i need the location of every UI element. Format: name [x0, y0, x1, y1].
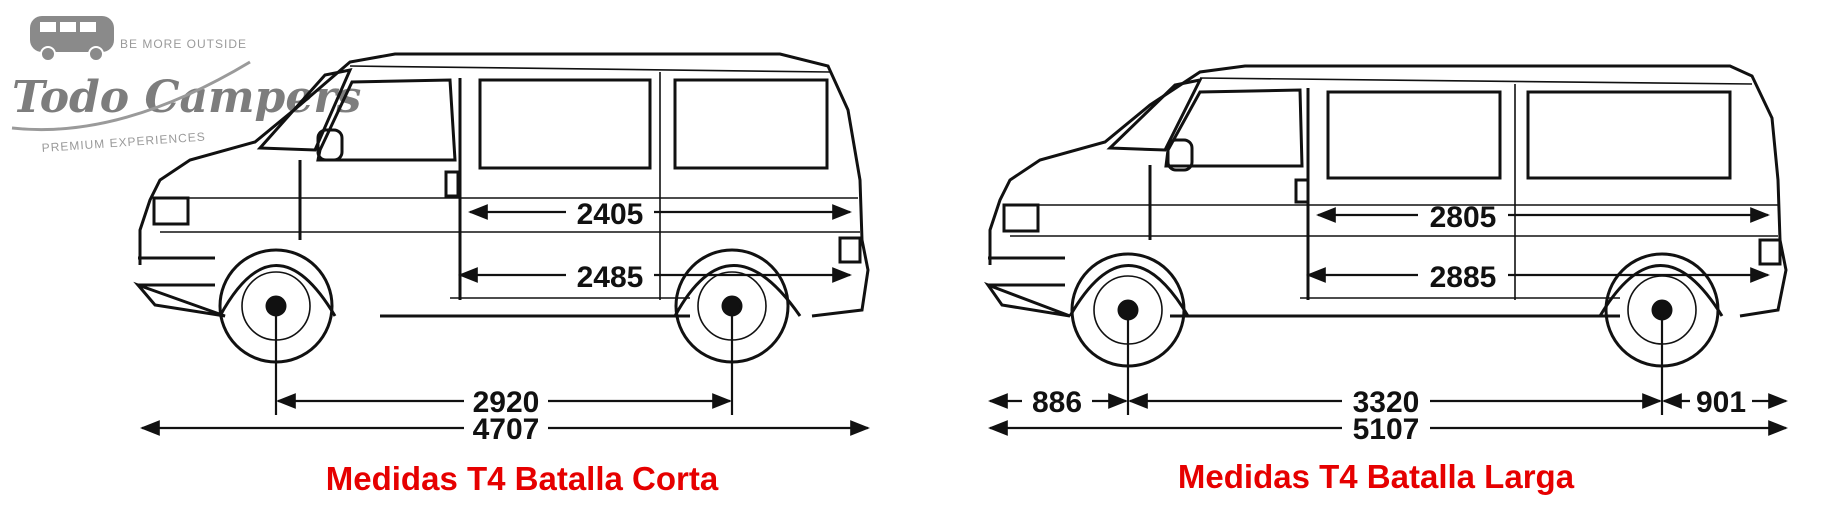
short-cargo-top-label: 2405 [577, 198, 644, 231]
van-short-wheelbase-drawing [133, 52, 870, 364]
long-cargo-dimensions: 2805 2885 [1306, 201, 1770, 294]
short-cargo-dimensions: 2405 2485 [458, 198, 852, 294]
van-short-body-outline [133, 52, 870, 318]
long-overall-length-label: 5107 [1353, 413, 1420, 446]
short-wheelbase-dimensions: 2920 4707 [140, 310, 870, 446]
long-front-overhang-label: 886 [1032, 386, 1082, 419]
todo-campers-logo: BE MORE OUTSIDE Todo Campers PREMIUM EXP… [11, 16, 361, 155]
short-overall-length-label: 4707 [473, 413, 540, 446]
logo-tagline-bottom: PREMIUM EXPERIENCES [41, 130, 206, 155]
long-rear-overhang-label: 901 [1696, 386, 1746, 419]
long-wheelbase-dimensions: 886 3320 901 5107 [988, 314, 1788, 446]
long-cargo-top-label: 2805 [1430, 201, 1497, 234]
short-cargo-bottom-label: 2485 [577, 261, 644, 294]
van-logo-icon [30, 16, 114, 62]
short-wheelbase-label: 2920 [473, 386, 540, 419]
long-wheelbase-caption: Medidas T4 Batalla Larga [1178, 458, 1575, 495]
short-wheelbase-caption: Medidas T4 Batalla Corta [326, 460, 719, 497]
van-long-body-outline [983, 64, 1788, 318]
long-wheelbase-label: 3320 [1353, 386, 1420, 419]
long-cargo-bottom-label: 2885 [1430, 261, 1497, 294]
logo-tagline-top: BE MORE OUTSIDE [120, 37, 247, 51]
